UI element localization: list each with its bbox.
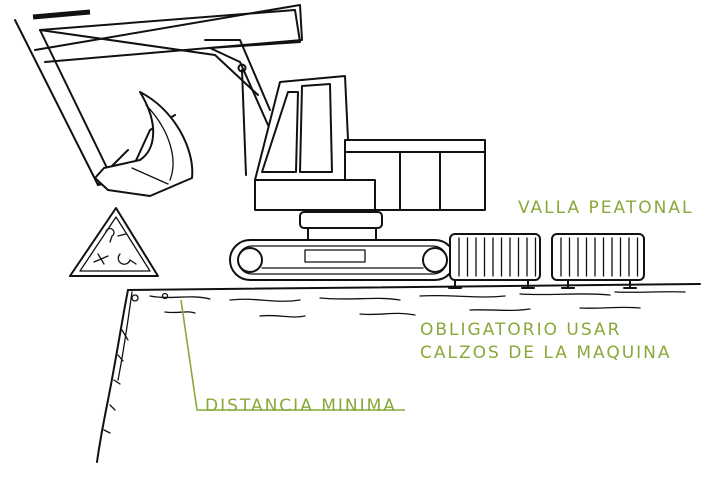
excavator-cab — [254, 75, 486, 241]
excavator-boom — [14, 4, 303, 186]
pedestrian-fence — [448, 233, 645, 289]
wheel-chocks-label-line1: OBLIGATORIO USAR — [420, 320, 622, 340]
min-distance-leader — [180, 299, 405, 411]
wheel-chocks-label-line2: CALZOS DE LA MAQUINA — [420, 343, 672, 363]
fence-label: VALLA PEATONAL — [518, 198, 694, 218]
excavator-bucket — [94, 91, 194, 197]
min-distance-label: DISTANCIA MINIMA — [205, 396, 397, 416]
terrain-excavation-edge — [96, 283, 701, 463]
warning-triangle-icon — [69, 207, 159, 277]
excavator-tracks — [229, 239, 456, 281]
